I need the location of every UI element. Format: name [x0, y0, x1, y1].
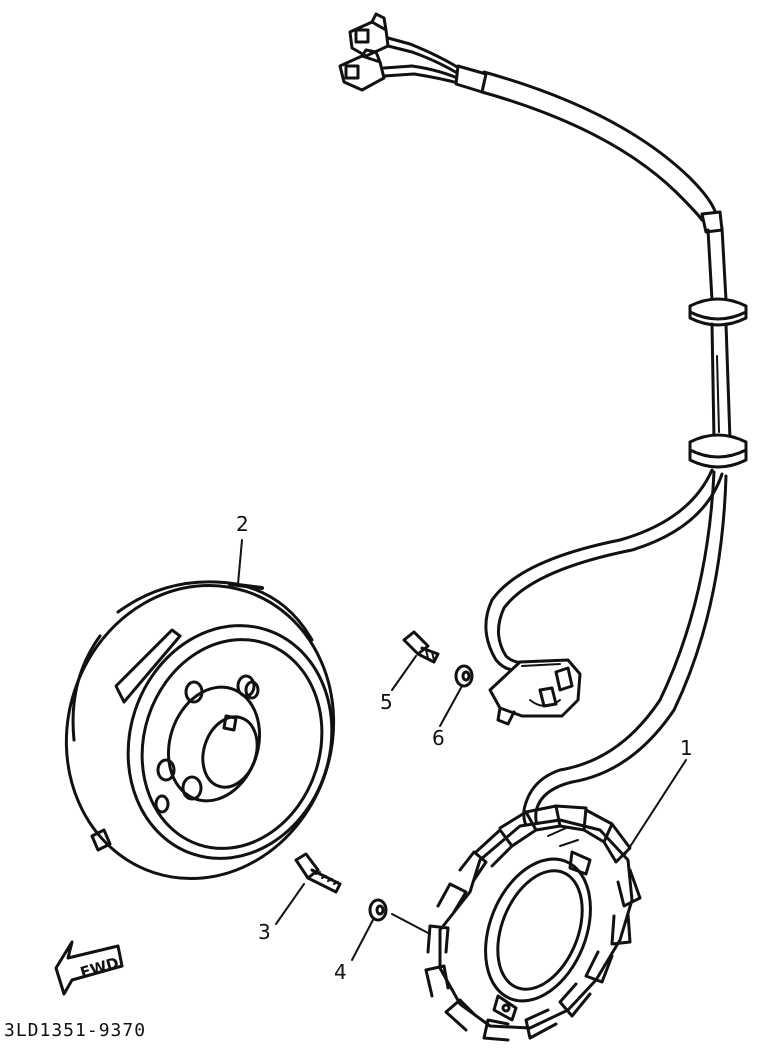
callout-5: 5: [380, 690, 393, 714]
washer-6: [454, 664, 474, 688]
grommet-lower: [688, 433, 748, 469]
fwd-arrow-icon: [54, 940, 124, 996]
connector-upper: [348, 12, 414, 58]
grommet-upper: [688, 297, 748, 327]
washer-4: [368, 898, 388, 922]
diagram-code: 3LD1351-9370: [4, 1020, 147, 1041]
callout-3: 3: [258, 920, 271, 944]
leader-lines: [237, 539, 687, 961]
callout-1: 1: [680, 736, 693, 760]
wire-harness: [338, 12, 748, 842]
flywheel-rotor: [64, 580, 336, 881]
pickup-coil: [488, 658, 582, 726]
callout-6: 6: [432, 726, 445, 750]
callout-2: 2: [236, 512, 249, 536]
callout-4: 4: [334, 960, 347, 984]
connector-lower: [338, 48, 416, 92]
screw-5: [402, 630, 440, 664]
screw-3: [294, 852, 342, 894]
stator-assembly: [424, 804, 642, 1042]
